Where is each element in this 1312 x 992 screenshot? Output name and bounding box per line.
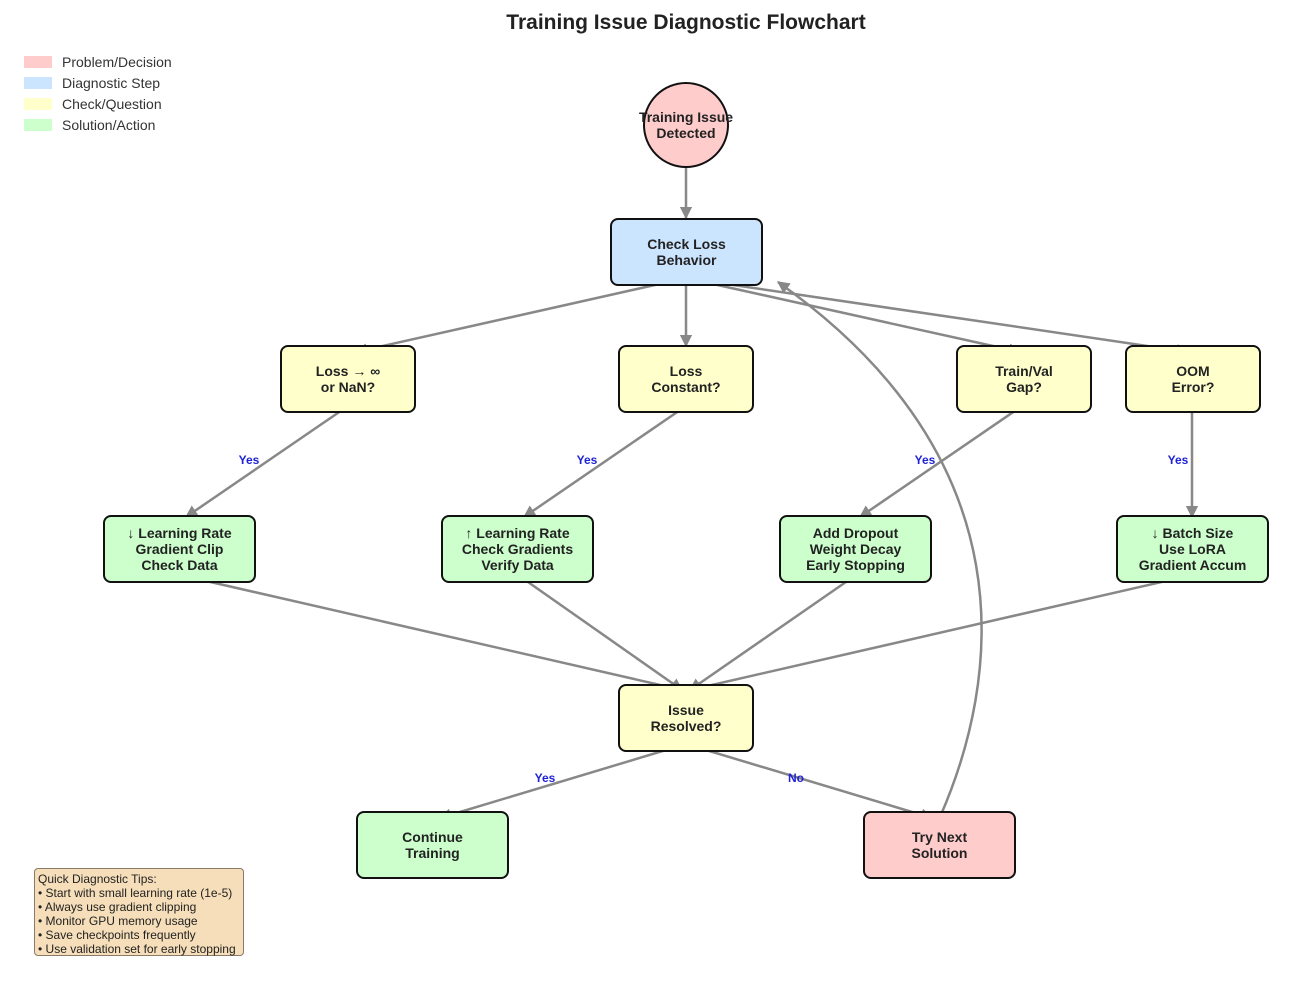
node-text-line: Loss → ∞ bbox=[315, 363, 381, 379]
node-text-line: Early Stopping bbox=[806, 557, 905, 573]
node-text-line: Gap? bbox=[1006, 379, 1042, 395]
node-check-loss-behavior: Check Loss Behavior bbox=[610, 218, 763, 286]
chart-title: Training Issue Diagnostic Flowchart bbox=[506, 11, 866, 34]
node-text-line: or NaN? bbox=[320, 379, 376, 395]
node-continue-training: Continue Training bbox=[356, 811, 509, 879]
node-solution-constant: ↑ Learning Rate Check Gradients Verify D… bbox=[441, 515, 594, 583]
node-text-line: Weight Decay bbox=[809, 541, 902, 557]
node-loss-nan: Loss → ∞ or NaN? bbox=[280, 345, 416, 413]
edge-check-loss-to-q-nan bbox=[354, 276, 687, 356]
node-text-line: Try Next bbox=[911, 829, 968, 845]
node-text-line: Train/Val bbox=[995, 363, 1053, 379]
legend: Problem/Decision Diagnostic Step Check/Q… bbox=[24, 51, 172, 135]
edge-resolved-to-continue bbox=[438, 742, 687, 821]
tips-item: • Monitor GPU memory usage bbox=[38, 914, 198, 928]
legend-swatch-solution bbox=[24, 118, 52, 131]
tips-item: • Use validation set for early stopping bbox=[38, 942, 236, 956]
edge-s-gap-to-resolved bbox=[688, 573, 857, 692]
node-text-line: Error? bbox=[1171, 379, 1215, 395]
edge-label-gap-yes: Yes bbox=[914, 453, 936, 467]
edge-s-oom-to-resolved bbox=[688, 573, 1193, 694]
legend-item-check: Check/Question bbox=[24, 93, 172, 114]
legend-label-problem: Problem/Decision bbox=[62, 53, 172, 70]
edge-q-const-to-s-const bbox=[522, 404, 687, 519]
node-train-val-gap: Train/Val Gap? bbox=[956, 345, 1092, 413]
edge-label-resolved-yes: Yes bbox=[534, 771, 556, 785]
node-text-line: Training Issue bbox=[638, 109, 734, 125]
legend-swatch-check bbox=[24, 97, 52, 110]
quick-tips-box: Quick Diagnostic Tips: • Start with smal… bbox=[34, 868, 244, 956]
tips-heading: Quick Diagnostic Tips: bbox=[38, 872, 157, 886]
node-text-line: Use LoRA bbox=[1159, 541, 1226, 557]
node-text-line: ↓ Batch Size bbox=[1151, 525, 1234, 541]
tips-item: • Save checkpoints frequently bbox=[38, 928, 196, 942]
node-text-line: Constant? bbox=[651, 379, 721, 395]
edge-label-const-yes: Yes bbox=[576, 453, 598, 467]
legend-label-check: Check/Question bbox=[62, 95, 162, 112]
edge-s-const-to-resolved bbox=[517, 573, 684, 692]
node-text-line: Training bbox=[405, 845, 460, 861]
node-text-line: Loss bbox=[669, 363, 703, 379]
legend-item-diagnostic: Diagnostic Step bbox=[24, 72, 172, 93]
node-text-line: ↓ Learning Rate bbox=[127, 525, 232, 541]
node-text-line: ↑ Learning Rate bbox=[465, 525, 570, 541]
node-issue-resolved: Issue Resolved? bbox=[618, 684, 754, 752]
node-loss-constant: Loss Constant? bbox=[618, 345, 754, 413]
edge-label-nan-yes: Yes bbox=[238, 453, 260, 467]
tips-item: • Start with small learning rate (1e-5) bbox=[38, 886, 233, 900]
legend-label-diagnostic: Diagnostic Step bbox=[62, 74, 161, 91]
node-text-line: Continue bbox=[402, 829, 463, 845]
node-text-line: Issue bbox=[668, 702, 704, 718]
edge-resolved-to-try-next bbox=[685, 742, 934, 821]
node-try-next-solution: Try Next Solution bbox=[863, 811, 1016, 879]
node-text-line: Check Gradients bbox=[461, 541, 574, 557]
node-text-line: Behavior bbox=[656, 252, 717, 268]
node-solution-gap: Add Dropout Weight Decay Early Stopping bbox=[779, 515, 932, 583]
edge-q-nan-to-s-nan bbox=[184, 404, 349, 519]
node-text-line: Check Loss bbox=[647, 236, 726, 252]
node-text-line: Check Data bbox=[141, 557, 218, 573]
node-solution-nan: ↓ Learning Rate Gradient Clip Check Data bbox=[103, 515, 256, 583]
edge-label-oom-yes: Yes bbox=[1167, 453, 1189, 467]
node-text-line: Resolved? bbox=[650, 718, 722, 734]
edge-try-next-to-check-loss bbox=[776, 280, 983, 818]
legend-item-problem: Problem/Decision bbox=[24, 51, 172, 72]
node-text-line: OOM bbox=[1176, 363, 1210, 379]
node-text-line: Solution bbox=[911, 845, 968, 861]
node-oom-error: OOM Error? bbox=[1125, 345, 1261, 413]
legend-label-solution: Solution/Action bbox=[62, 116, 156, 133]
node-text-line: Detected bbox=[656, 125, 716, 141]
edge-check-loss-to-q-oom bbox=[685, 276, 1190, 357]
node-text-line: Gradient Accum bbox=[1138, 557, 1247, 573]
node-text-line: Verify Data bbox=[481, 557, 554, 573]
tips-item: • Always use gradient clipping bbox=[38, 900, 197, 914]
node-training-issue-detected: Training Issue Detected bbox=[639, 82, 733, 168]
legend-item-solution: Solution/Action bbox=[24, 114, 172, 135]
legend-swatch-problem bbox=[24, 55, 52, 68]
edge-check-loss-to-q-gap bbox=[685, 276, 1022, 356]
edge-s-nan-to-resolved bbox=[179, 573, 684, 694]
node-text-line: Gradient Clip bbox=[135, 541, 224, 557]
node-solution-oom: ↓ Batch Size Use LoRA Gradient Accum bbox=[1116, 515, 1269, 583]
node-text-line: Add Dropout bbox=[812, 525, 899, 541]
edge-label-resolved-no: No bbox=[788, 771, 804, 785]
legend-swatch-diagnostic bbox=[24, 76, 52, 89]
